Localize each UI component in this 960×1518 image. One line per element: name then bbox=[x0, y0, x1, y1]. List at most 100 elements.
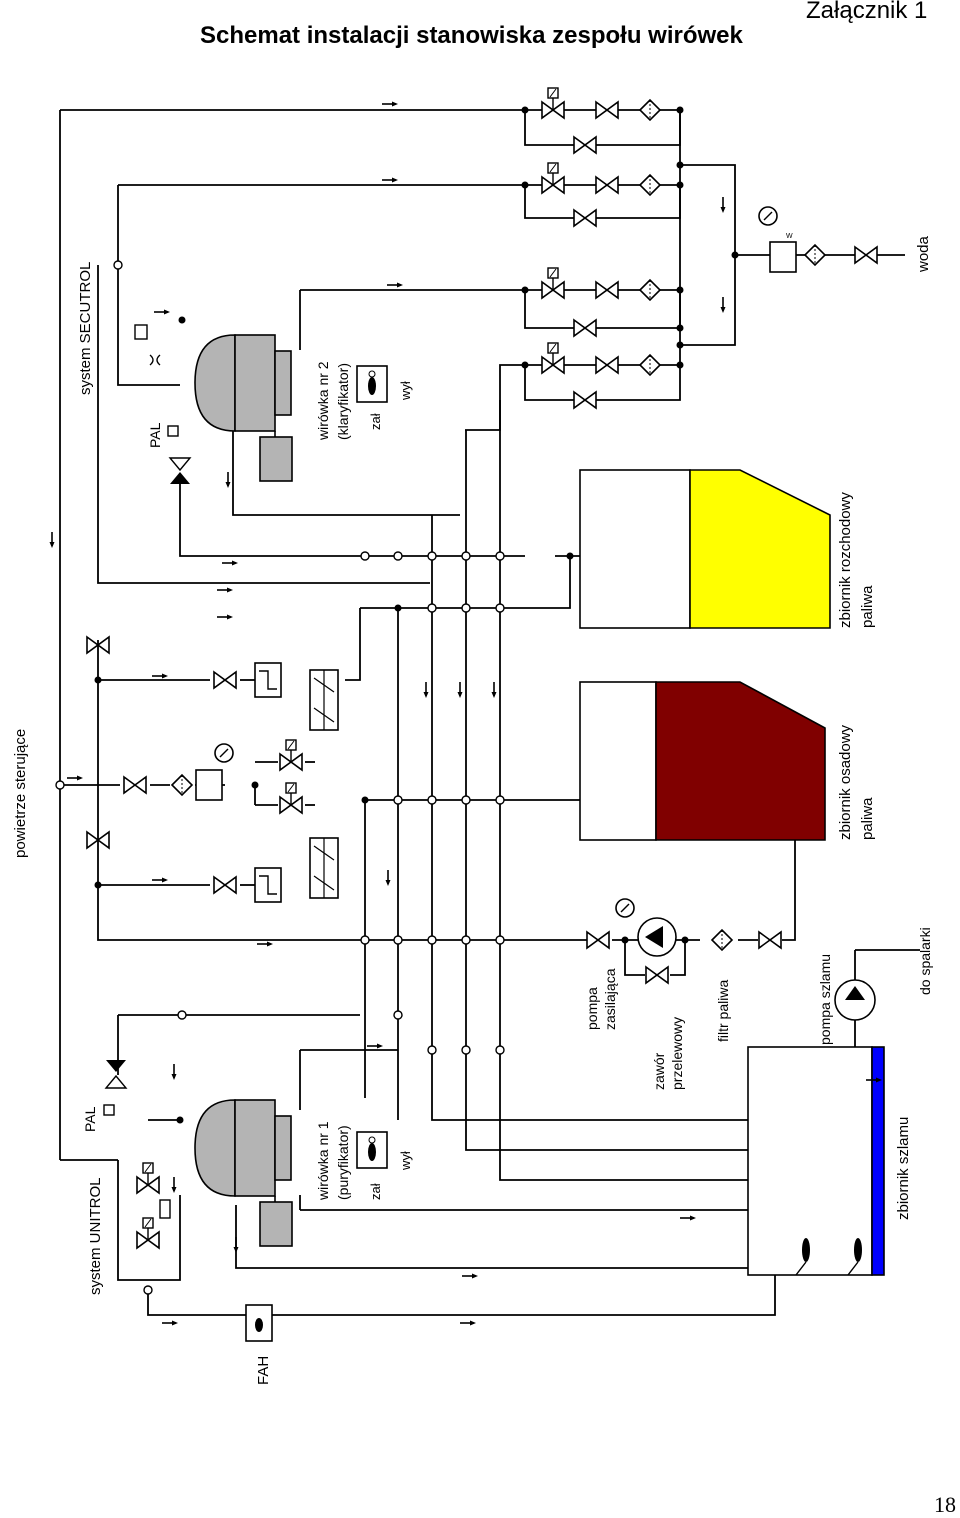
daily-tank-label-1: zbiornik rozchodowy bbox=[837, 492, 854, 628]
settling-tank-label-2: paliwa bbox=[859, 797, 876, 840]
flow-arrow-icon bbox=[224, 471, 232, 489]
settling-fuel-tank: zbiornik osadowy paliwa bbox=[579, 681, 876, 841]
flow-arrow-icon bbox=[459, 1319, 477, 1327]
relief-valve-label-1: zawór bbox=[651, 1052, 667, 1090]
flow-arrow-icon bbox=[256, 940, 274, 948]
solenoid-valve-icon bbox=[136, 1217, 160, 1249]
feed-pump-label-1: pompa bbox=[584, 987, 600, 1030]
page-title: Schemat instalacji stanowiska zespołu wi… bbox=[200, 22, 743, 49]
flow-arrow-icon bbox=[422, 681, 430, 699]
ball-valve-icon bbox=[573, 391, 597, 409]
solenoid-valve-icon bbox=[541, 87, 565, 119]
daily-tank-label-2: paliwa bbox=[859, 585, 876, 628]
filter-icon bbox=[639, 99, 661, 121]
solenoid-valve-icon bbox=[279, 782, 303, 814]
flow-arrow-icon bbox=[461, 1272, 479, 1280]
flow-arrow-icon bbox=[719, 196, 727, 214]
ball-valve-icon bbox=[573, 136, 597, 154]
junction-dots bbox=[94, 106, 739, 1124]
level-switch-icon bbox=[356, 365, 388, 403]
pipe-crossovers bbox=[55, 260, 505, 1295]
filter-icon bbox=[639, 279, 661, 301]
control-air-label: powietrze sterujące bbox=[12, 729, 29, 858]
pressure-gauge-icon bbox=[615, 898, 635, 918]
pressure-gauge-icon bbox=[214, 743, 234, 763]
separator-1: wirówka nr 1 (puryfikator) zał wył PAL s… bbox=[82, 1060, 413, 1385]
flow-arrow-icon bbox=[153, 308, 171, 316]
sludge-tank: zbiornik szlamu bbox=[747, 1046, 912, 1276]
fuel-filter-label: filtr paliwa bbox=[715, 980, 731, 1042]
ball-valve-icon bbox=[595, 281, 619, 299]
control-air-section: powietrze sterujące bbox=[12, 636, 339, 903]
ball-valve-icon bbox=[123, 776, 147, 794]
sludge-tank-label: zbiornik szlamu bbox=[895, 1117, 912, 1220]
separator-2: wirówka nr 2 (klaryfikator) zał wył PAL … bbox=[77, 262, 413, 484]
flow-arrow-icon bbox=[381, 176, 399, 184]
ball-valve-icon bbox=[586, 931, 610, 949]
flow-arrow-icon bbox=[366, 1042, 384, 1050]
feed-pump-label-2: zasilająca bbox=[602, 968, 618, 1030]
solenoid-valve-icon bbox=[541, 267, 565, 299]
system-unitrol-label: system UNITROL bbox=[87, 1177, 104, 1295]
relief-valve-icon bbox=[645, 966, 669, 984]
filter-icon bbox=[639, 174, 661, 196]
wyl-label-bottom: wył bbox=[398, 1151, 413, 1171]
ball-valve-icon bbox=[595, 356, 619, 374]
level-sensor-icon bbox=[854, 1238, 862, 1262]
solenoid-valve-icon bbox=[541, 342, 565, 374]
filter-icon bbox=[171, 774, 193, 796]
flow-arrow-icon bbox=[232, 1236, 240, 1254]
filter-icon bbox=[711, 929, 733, 951]
sludge-pump-label: pompa szlamu bbox=[817, 954, 833, 1045]
ball-valve-icon bbox=[758, 931, 782, 949]
heater-icon bbox=[254, 662, 282, 698]
level-switch-icon bbox=[356, 1131, 388, 1169]
heater-icon bbox=[254, 867, 282, 903]
flow-arrow-icon bbox=[151, 876, 169, 884]
to-incinerator-label: do spalarki bbox=[917, 927, 933, 995]
pal-label-top: PAL bbox=[147, 422, 163, 448]
pressure-reducer-icon bbox=[769, 241, 797, 273]
flow-arrow-icon bbox=[386, 281, 404, 289]
ball-valve-icon bbox=[573, 209, 597, 227]
separator-1-label-1: wirówka nr 1 bbox=[315, 1121, 331, 1201]
ball-valve-icon bbox=[573, 319, 597, 337]
separator-2-label-2: (klaryfikator) bbox=[335, 363, 351, 440]
flow-arrow-icon bbox=[151, 672, 169, 680]
ball-valve-icon bbox=[595, 176, 619, 194]
flow-arrow-icon bbox=[66, 774, 84, 782]
water-inlet: W woda bbox=[758, 206, 932, 273]
feed-pump-group: pompa zasilająca zawór przelewowy filtr … bbox=[584, 898, 782, 1090]
valve-bank-separator-2 bbox=[541, 87, 661, 409]
pressure-reducer-icon bbox=[195, 769, 223, 801]
flow-arrow-icon bbox=[381, 100, 399, 108]
separator-2-label-1: wirówka nr 2 bbox=[315, 361, 331, 441]
daily-fuel-tank: zbiornik rozchodowy paliwa bbox=[579, 469, 876, 629]
ball-valve-icon bbox=[854, 246, 878, 264]
flow-arrow-icon bbox=[170, 1176, 178, 1194]
flow-arrow-icon bbox=[490, 681, 498, 699]
flow-arrow-icon bbox=[221, 559, 239, 567]
pal-label-bottom: PAL bbox=[82, 1106, 98, 1132]
flow-arrow-icon bbox=[384, 869, 392, 887]
flow-arrow-icon bbox=[679, 1214, 697, 1222]
solenoid-icon bbox=[134, 324, 148, 340]
flow-arrow-icon bbox=[48, 531, 56, 549]
flow-arrow-icon bbox=[719, 296, 727, 314]
system-secutrol-label: system SECUTROL bbox=[77, 262, 94, 395]
filter-icon bbox=[804, 244, 826, 266]
separator-1-label-2: (puryfikator) bbox=[335, 1125, 351, 1200]
flow-arrow-icon bbox=[456, 681, 464, 699]
solenoid-valve-icon bbox=[279, 739, 303, 771]
installation-schematic: W woda zbiornik rozchodowy paliwa zbiorn… bbox=[12, 87, 933, 1385]
ball-valve-icon bbox=[213, 671, 237, 689]
svg-text:W: W bbox=[786, 233, 793, 240]
wyl-label-top: wył bbox=[398, 381, 413, 401]
pressure-gauge-icon bbox=[758, 206, 778, 226]
check-valve-icon bbox=[106, 1060, 126, 1072]
zal-label-bottom: zał bbox=[368, 1183, 383, 1200]
ball-valve-icon bbox=[213, 876, 237, 894]
solenoid-valve-icon bbox=[136, 1162, 160, 1194]
fah-label: FAH bbox=[255, 1356, 272, 1385]
ball-valve-icon bbox=[595, 101, 619, 119]
